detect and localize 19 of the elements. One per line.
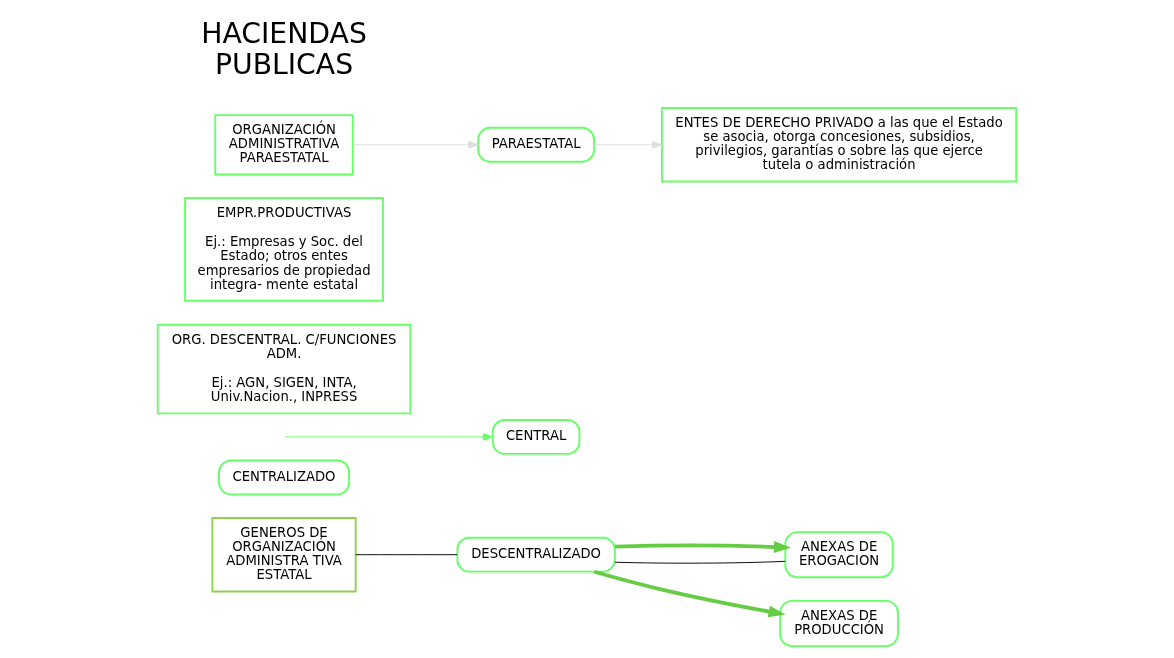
- arrow: [593, 569, 786, 618]
- arrow: [352, 141, 479, 149]
- node-box: PARAESTATAL: [477, 126, 595, 163]
- arrow: [593, 141, 663, 149]
- node-box: ENTES DE DERECHO PRIVADO a las que el Estado se asocia, otorga concesiones, subsidios, privilegios, garantías o sobre las que ejerce tutela o administración: [660, 107, 1018, 183]
- node-box: GENEROS DE ORGANIZACIÓN ADMINISTRA TIVA ESTATAL: [211, 517, 357, 593]
- arrow: [614, 541, 791, 553]
- node-box: EMPR.PRODUCTIVAS Ej.: Empresas y Soc. del Estado; otros entes empresarios de propiedad integra- mente estatal: [184, 197, 384, 302]
- node-box: CENTRAL: [491, 419, 581, 455]
- node-box: ORG. DESCENTRAL. C/FUNCIONES ADM. Ej.: AGN, SIGEN, INTA, Univ.Nacion., INPRESS: [156, 323, 412, 415]
- node-box: ANEXAS DE EROGACION: [784, 531, 894, 579]
- node-box: ORGANIZACIÓN ADMINISTRATIVA PARAESTATAL: [214, 114, 354, 176]
- node-box: CENTRALIZADO: [218, 459, 350, 496]
- arrow: [284, 433, 494, 441]
- connector: [355, 554, 458, 556]
- node-box: DESCENTRALIZADO: [456, 536, 616, 573]
- label: HACIENDAS PUBLICAS: [201, 17, 367, 82]
- connector: [614, 560, 786, 564]
- node-box: ANEXAS DE PRODUCCIÓN: [779, 599, 899, 648]
